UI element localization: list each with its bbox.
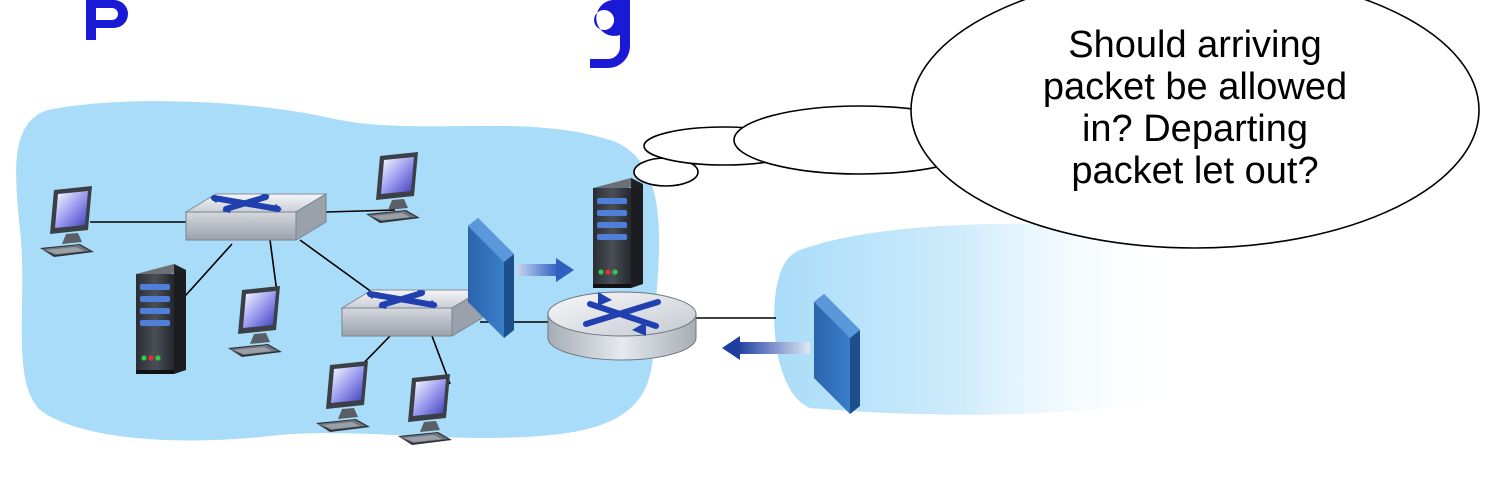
thought-bubble-line-4: packet let out? — [1071, 150, 1319, 192]
outbound-arrow — [516, 258, 574, 282]
thought-bubble-text: Should arriving packet be allowed in? De… — [1005, 24, 1385, 192]
thought-bubble-line-2: packet be allowed — [1042, 66, 1348, 108]
thought-bubble-main — [910, 0, 1480, 249]
title-fragment — [86, 0, 630, 68]
server-tower-icon — [136, 264, 186, 374]
server-tower-icon — [593, 178, 643, 288]
inbound-arrow — [722, 336, 810, 360]
external-network-cloud — [774, 223, 1180, 415]
ethernet-switch-icon — [342, 290, 482, 336]
thought-bubble-line-3: in? Departing — [1081, 108, 1309, 150]
router-icon — [547, 291, 697, 361]
thought-bubble-line-1: Should arriving — [1068, 24, 1322, 66]
ethernet-switch-icon — [186, 194, 326, 240]
thought-bubble — [633, 0, 1480, 249]
